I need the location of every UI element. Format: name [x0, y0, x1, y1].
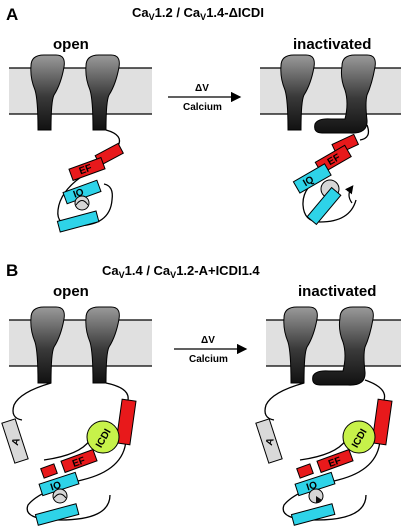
panel-a-open-iq-group: IQ: [56, 179, 102, 233]
panel-b-title-sub1: V: [119, 270, 125, 280]
panel-a-open-channel-left: [30, 54, 65, 131]
panel-b-open-a-label: A: [10, 437, 23, 447]
panel-b-open-label: open: [53, 283, 89, 300]
panel-b-inact-cterm: A ICDI EF IQ: [255, 379, 393, 526]
panel-a-open-channel-right: [85, 54, 120, 131]
panel-b-arrow-bottom-label: Calcium: [189, 354, 228, 365]
panel-a-transition-arrow: ΔV Calcium: [168, 83, 242, 113]
panel-b-open-cterm: A ICDI EF IQ: [1, 382, 137, 526]
panel-b-title-part3: 1.2-A+ICDI1.4: [176, 263, 260, 278]
panel-a-title-part2: 1.2 / Ca: [155, 5, 201, 20]
panel-b-transition-arrow: ΔV Calcium: [174, 335, 248, 365]
panel-a-inactivated-label: inactivated: [293, 36, 371, 53]
panel-b-open-channel-left: [30, 306, 65, 384]
panel-a-open-ef-label: EF: [78, 163, 94, 178]
panel-a-title: CaV1.2 / CaV1.4-ΔICDI: [132, 5, 264, 22]
panel-b-inactivated-label: inactivated: [298, 283, 376, 300]
panel-a-title-part3: 1.4-ΔICDI: [206, 5, 264, 20]
panel-a-inact-channel-left: [280, 54, 315, 131]
panel-b-open-channel-right: [85, 306, 120, 384]
panel-b-inact-a-label: A: [264, 437, 277, 447]
panel-a-letter: A: [6, 5, 18, 24]
panel-a-inact-iq-label: IQ: [301, 174, 316, 189]
panel-a-title-sub1: V: [149, 12, 155, 22]
panel-a-inact-iq-group: IQ: [292, 163, 354, 226]
panel-a-title-part1: Ca: [132, 5, 149, 20]
panel-b-title: CaV1.4 / CaV1.2-A+ICDI1.4: [102, 263, 260, 280]
panel-b-title-sub2: V: [170, 270, 176, 280]
panel-b-letter: B: [6, 261, 18, 280]
panel-a-arrow-bottom-label: Calcium: [183, 102, 222, 113]
panel-b-membrane-left: [9, 319, 152, 367]
panel-a-title-sub2: V: [200, 12, 206, 22]
panel-a-arrow-top-label: ΔV: [195, 83, 209, 94]
panel-b-arrow-top-label: ΔV: [201, 335, 215, 346]
panel-b-title-part1: Ca: [102, 263, 119, 278]
panel-a-open-linker: [57, 129, 121, 227]
panel-b-title-part2: 1.4 / Ca: [125, 263, 171, 278]
panel-a-inact-channel-right: [314, 54, 376, 134]
panel-a-membrane-left: [9, 67, 152, 115]
panel-b-open-ef-label: EF: [71, 455, 87, 470]
panel-b-inact-channel-left: [283, 306, 318, 384]
panel-a-open-label: open: [53, 36, 89, 53]
panel-b-inact-channel-right: [312, 306, 374, 386]
panel-a-curl-arrow: [345, 185, 354, 204]
panel-a-open-ef-hands: EF: [68, 142, 124, 182]
panel-b-inact-ef-label: EF: [327, 455, 343, 470]
